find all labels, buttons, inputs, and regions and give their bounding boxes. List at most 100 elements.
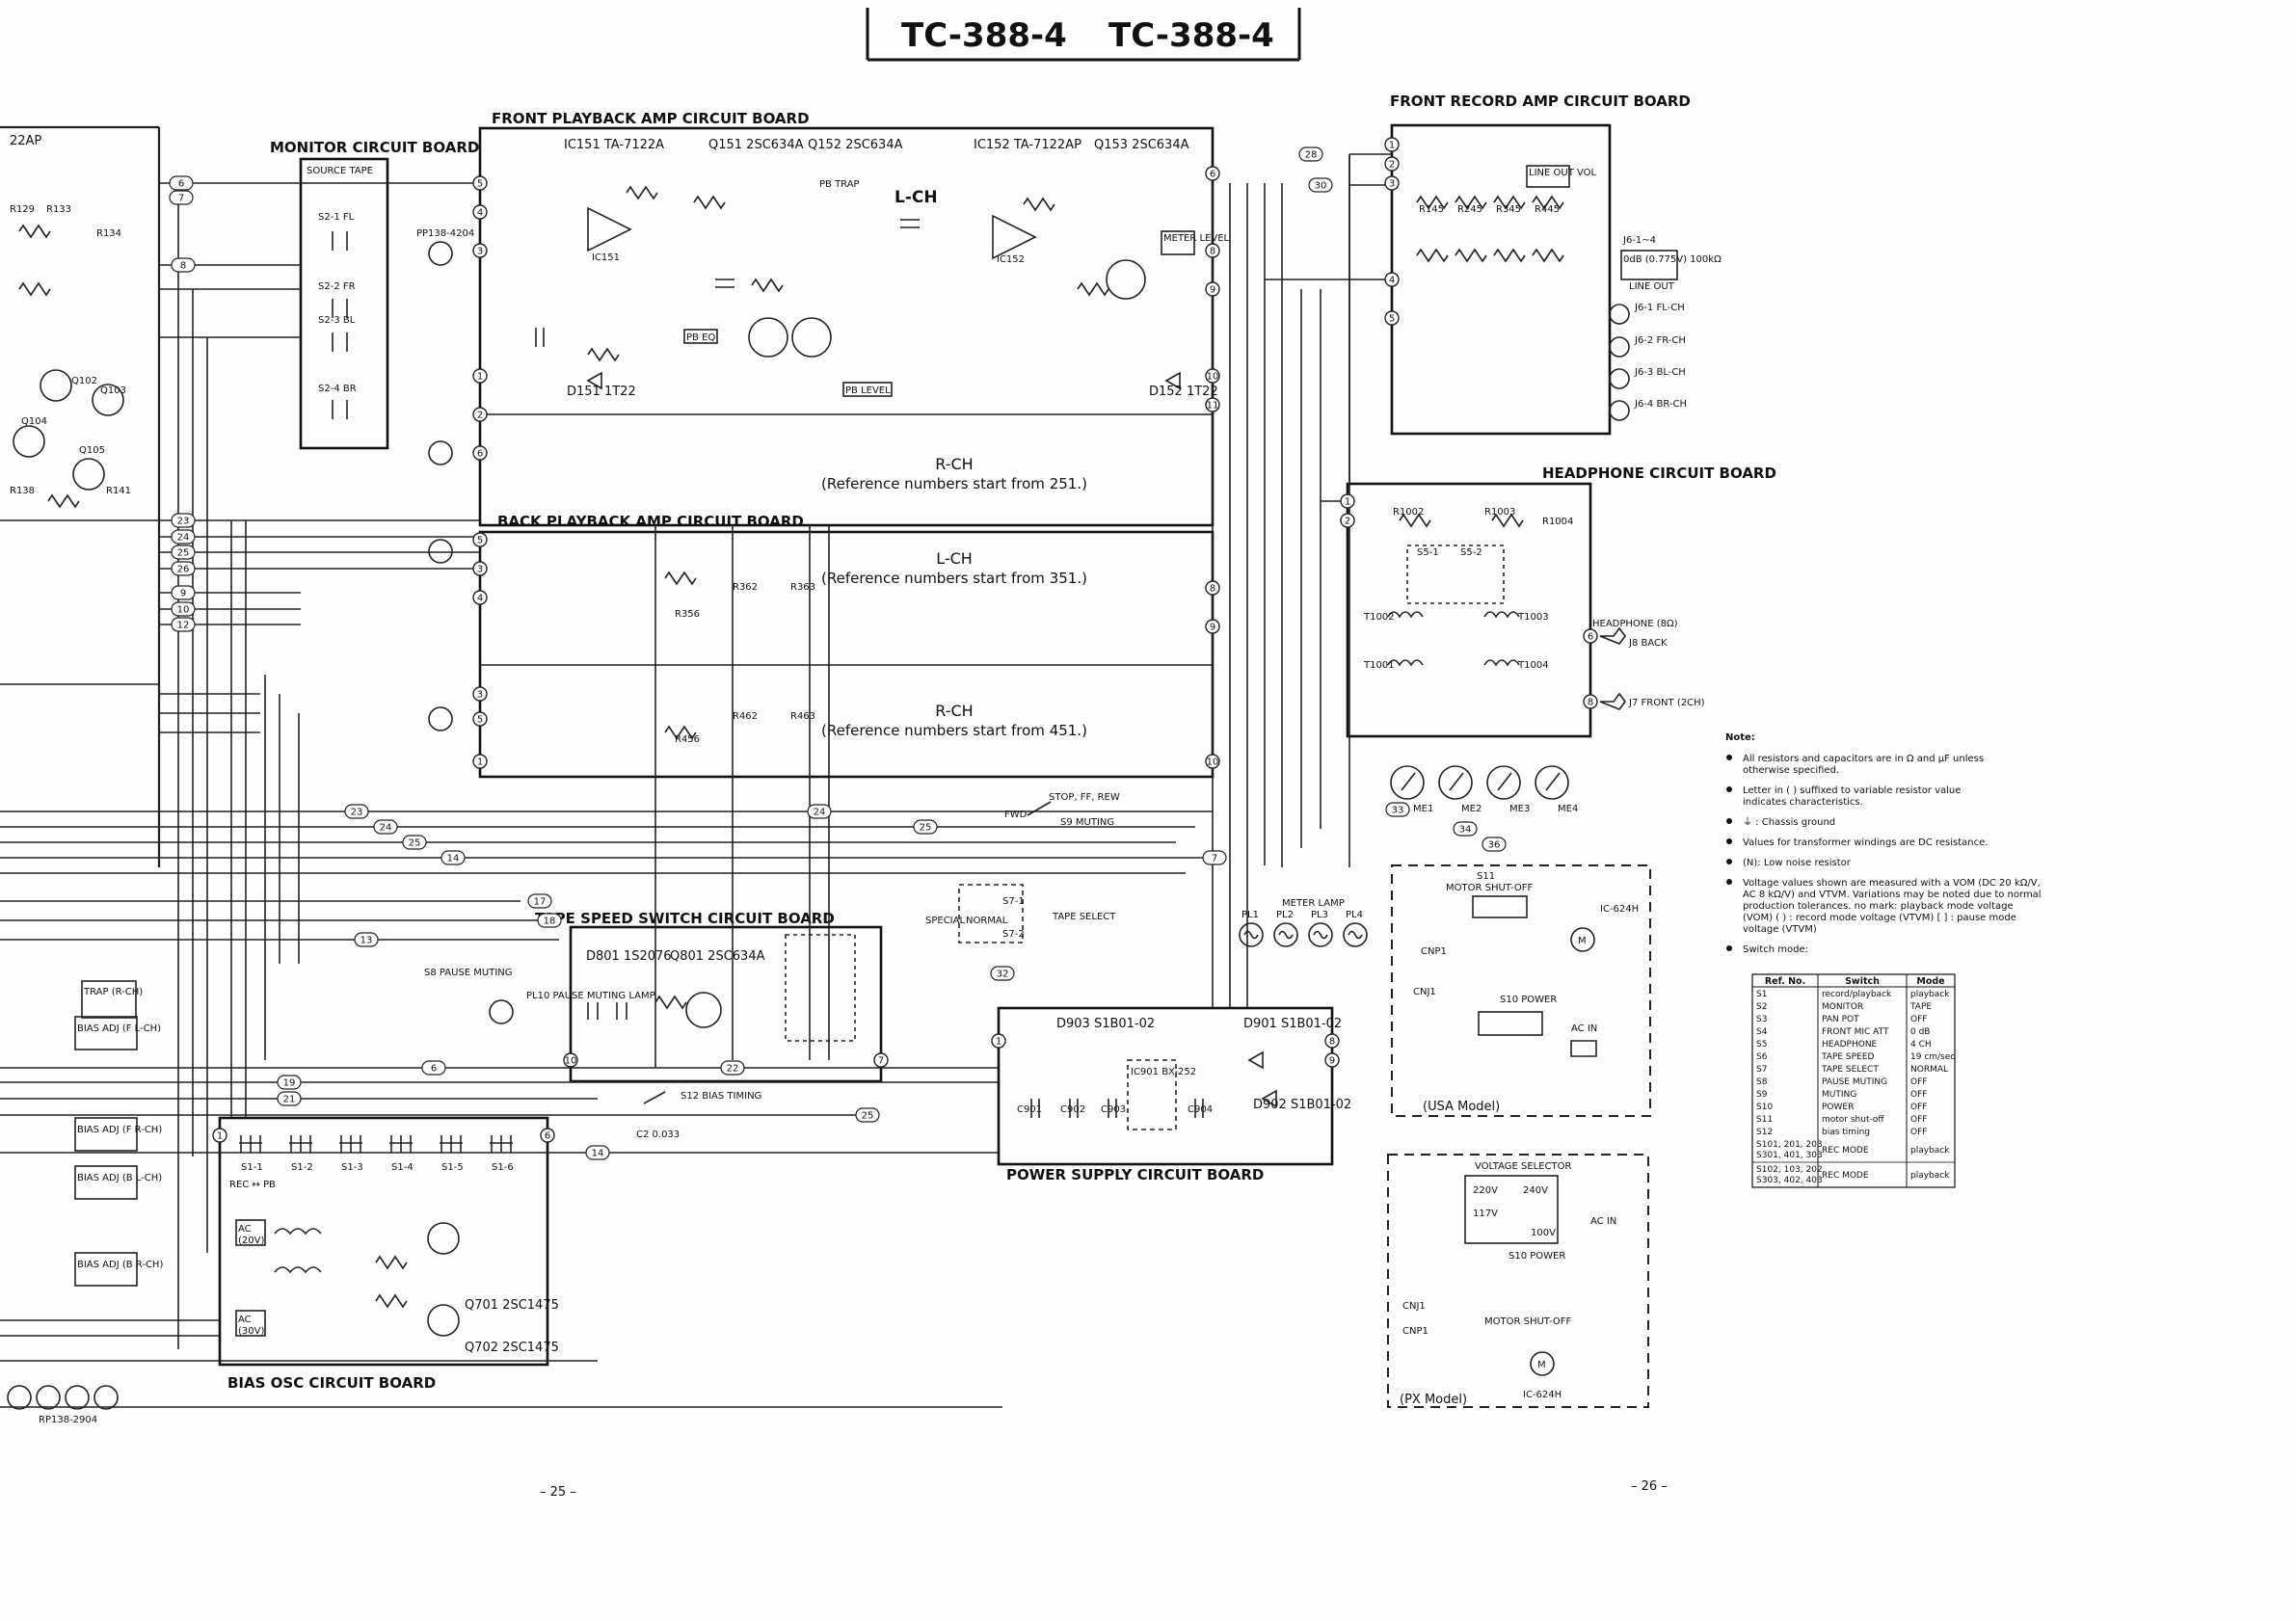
bias-switch-s1-5: S1-5 — [440, 1135, 464, 1173]
pp-connector-label: PP138-4204 — [416, 228, 474, 239]
wire-tag-number: 25 — [862, 1111, 874, 1122]
bias-switch-s1-4: S1-4 — [389, 1135, 414, 1173]
wire-tag-number: 6 — [431, 1064, 437, 1075]
s12-bias-label: S12 BIAS TIMING — [681, 1091, 761, 1102]
q702-label: Q702 2SC1475 — [465, 1341, 559, 1355]
svg-text:R245: R245 — [1457, 204, 1482, 215]
svg-text:M: M — [1537, 1360, 1546, 1370]
pin-number: 9 — [1329, 1056, 1335, 1067]
svg-text:AC IN: AC IN — [1590, 1216, 1616, 1227]
svg-text:S2-3 BL: S2-3 BL — [318, 315, 356, 326]
ic901-label: IC901 BX-252 — [1131, 1067, 1196, 1077]
front-rch-label: R-CH — [935, 455, 973, 473]
pin-number: 5 — [477, 536, 483, 546]
lamp-pl3: PL3 — [1308, 910, 1333, 947]
lamp-label: PL4 — [1346, 910, 1363, 920]
wire-tag: 7 — [1202, 850, 1227, 865]
wire-tag: 13 — [354, 932, 379, 947]
muting-switch-area: STOP, FF, REW FWD S9 MUTING SPECIAL NORM… — [925, 792, 1120, 943]
lamp-label: PL2 — [1276, 910, 1294, 920]
svg-text:T1004: T1004 — [1517, 660, 1549, 671]
board-pin: 4 — [1384, 272, 1400, 287]
pb-level-label: PB LEVEL — [845, 385, 891, 396]
wire-tag: 34 — [1453, 821, 1478, 837]
pin-number: 6 — [1210, 170, 1215, 180]
board-pin: 5 — [1384, 310, 1400, 326]
svg-text:C904: C904 — [1188, 1104, 1213, 1115]
svg-text:MOTOR SHUT-OFF: MOTOR SHUT-OFF — [1484, 1316, 1571, 1327]
board-pin: 2 — [472, 407, 488, 422]
board-pin: 5 — [472, 175, 488, 191]
note-text: Switch mode: — [1743, 944, 1808, 955]
ac-in-label: AC IN — [1571, 1023, 1597, 1034]
note-item: Switch mode: — [1726, 944, 1808, 955]
svg-text:S2-2 FR: S2-2 FR — [318, 281, 356, 292]
table-cell: TAPE SELECT — [1821, 1065, 1879, 1075]
board-pin: 8 — [1205, 243, 1220, 258]
meter-me3: ME3 — [1486, 765, 1530, 814]
svg-text:R134: R134 — [96, 228, 121, 239]
board-pin: 6 — [472, 445, 488, 461]
back-playback-title: BACK PLAYBACK AMP CIRCUIT BOARD — [497, 513, 804, 530]
wire-tag-number: 22 — [727, 1064, 739, 1075]
bias-switch-label: S1-2 — [291, 1162, 313, 1173]
note-item: All resistors and capacitors are in Ω an… — [1726, 754, 1984, 776]
s11-label: S11 — [1477, 871, 1495, 882]
board-pin: 10 — [563, 1052, 578, 1068]
j6-range-label: J6-1~4 — [1622, 235, 1656, 246]
svg-text:(30V): (30V) — [238, 1326, 264, 1337]
wire-tag-number: 23 — [351, 808, 363, 818]
table-cell: S12 — [1756, 1128, 1773, 1137]
bias-switch-label: S1-3 — [341, 1162, 363, 1173]
lamp-pl2: PL2 — [1273, 910, 1298, 947]
wire-tag-number: 24 — [380, 823, 392, 834]
pin-number: 1 — [477, 757, 483, 768]
wire-tag-number: 12 — [177, 621, 190, 631]
pin-number: 4 — [1389, 276, 1395, 286]
wire-tag-number: 25 — [177, 548, 190, 559]
table-cell: S5 — [1756, 1040, 1767, 1050]
svg-text:S7-2: S7-2 — [1002, 929, 1025, 940]
wire-tag-number: 7 — [178, 194, 184, 204]
wire-tag-number: 14 — [592, 1149, 604, 1159]
board-pin: 1 — [212, 1128, 227, 1143]
board-pin: 11 — [1205, 397, 1220, 412]
board-pin: 4 — [472, 590, 488, 605]
pin-number: 6 — [477, 449, 483, 460]
board-pin: 1 — [991, 1033, 1006, 1049]
svg-text:S10 POWER: S10 POWER — [1508, 1251, 1565, 1262]
pin-number: 2 — [477, 411, 483, 421]
title-block: TC-388-4 TC-388-4 — [866, 8, 1301, 62]
table-cell: HEADPHONE — [1822, 1040, 1878, 1050]
board-pin: 8 — [1583, 694, 1598, 709]
wire-tag-number: 19 — [283, 1078, 296, 1089]
wire-tag-number: 9 — [180, 589, 186, 599]
d901-label: D901 S1B01-02 — [1243, 1017, 1342, 1031]
svg-text:R1004: R1004 — [1542, 517, 1573, 527]
table-cell: S8 — [1756, 1077, 1768, 1087]
pin-number: 9 — [1210, 623, 1215, 633]
meter-label: ME4 — [1558, 804, 1578, 814]
board-pin: 2 — [1384, 156, 1400, 172]
wire-tag-number: 14 — [447, 854, 460, 864]
table-cell: S2 — [1756, 1002, 1767, 1012]
monitor-board: MONITOR CIRCUIT BOARD SOURCE TAPE S2-1 F… — [270, 139, 479, 450]
bias-switch-label: S1-5 — [441, 1162, 464, 1173]
line-out-vol-label: LINE OUT VOL — [1529, 168, 1597, 178]
note-item: ⏚ : Chassis ground — [1726, 816, 1835, 828]
table-cell: TAPE SPEED — [1821, 1052, 1874, 1062]
table-cell: MUTING — [1822, 1090, 1856, 1100]
d151-label: D151 1T22 — [567, 385, 636, 399]
page-number-right: – 26 – — [1631, 1479, 1668, 1494]
pin-number: 1 — [477, 372, 483, 383]
board-pin: 10 — [1205, 368, 1220, 384]
q153-label: Q153 2SC634A — [1094, 138, 1189, 152]
table-cell: PAN POT — [1822, 1015, 1859, 1024]
note-item: Voltage values shown are measured with a… — [1726, 878, 2042, 935]
